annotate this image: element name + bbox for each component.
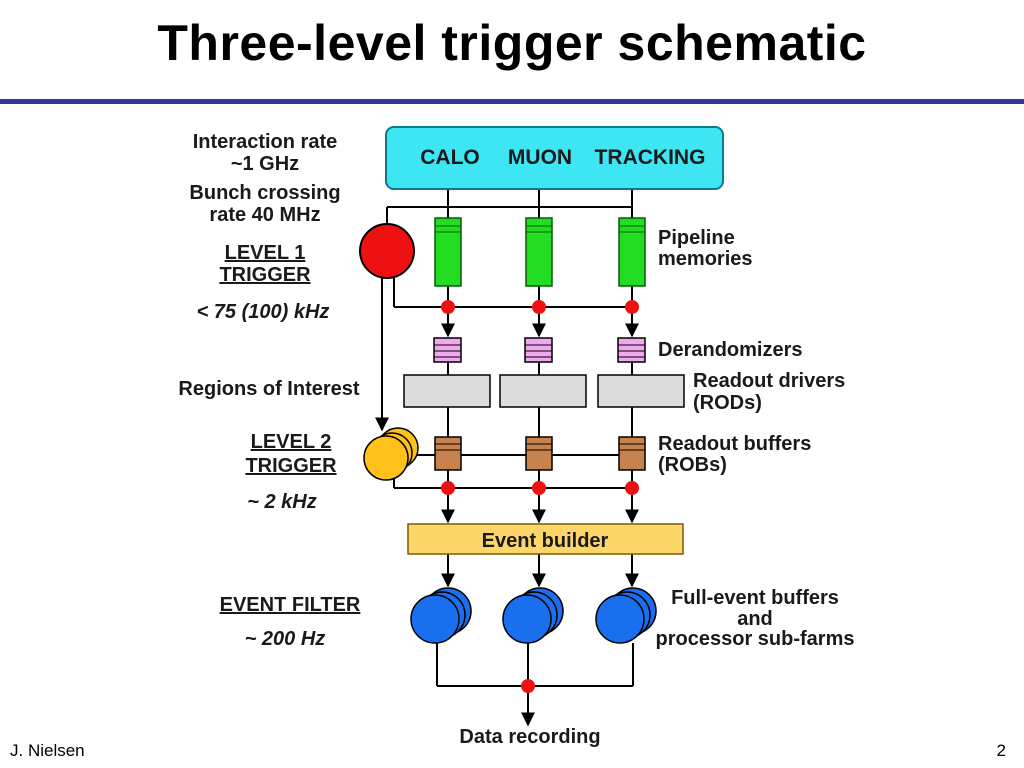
event-builder-label: Event builder	[482, 530, 609, 552]
rod-calo	[403, 374, 491, 408]
junction-dot	[441, 300, 455, 314]
pipeline-memory-calo	[434, 217, 462, 287]
rods-label-2: (RODs)	[693, 392, 762, 414]
rod-tracking	[597, 374, 685, 408]
junction-dot	[441, 481, 455, 495]
farm-tracking	[595, 587, 657, 644]
level1-title-1: LEVEL 1	[225, 242, 306, 264]
level1-title-2: TRIGGER	[219, 264, 311, 286]
level2-rate: ~ 2 kHz	[247, 491, 316, 513]
pipeline-label-2: memories	[658, 248, 753, 270]
bunch-crossing-label: Bunch crossing	[189, 182, 340, 204]
derandomizer-calo	[433, 337, 462, 363]
level2-title-2: TRIGGER	[245, 455, 337, 477]
page-number: 2	[996, 741, 1006, 760]
interaction-rate-label: Interaction rate	[193, 131, 337, 153]
footer-author: J. Nielsen	[10, 741, 85, 760]
level2-trigger-node	[363, 427, 419, 481]
rods-label-1: Readout drivers	[693, 370, 845, 392]
level1-trigger-node	[359, 223, 415, 279]
detector-box: CALO MUON TRACKING	[385, 126, 724, 190]
title-rule	[0, 99, 1024, 104]
farms-label-1: Full-event buffers	[671, 587, 839, 609]
junction-dot	[532, 300, 546, 314]
interaction-rate-value: ~1 GHz	[231, 153, 299, 175]
detector-muon: MUON	[508, 146, 572, 169]
data-recording-label: Data recording	[459, 726, 600, 748]
robs-label-2: (ROBs)	[658, 454, 727, 476]
farm-muon	[502, 587, 564, 644]
rod-muon	[499, 374, 587, 408]
slide-title: Three-level trigger schematic	[157, 15, 867, 71]
junction-dot	[625, 300, 639, 314]
rod-connectors	[447, 362, 633, 437]
level2-title-1: LEVEL 2	[251, 431, 332, 453]
farms-label-2: and	[737, 608, 773, 630]
event-builder: Event builder	[407, 523, 684, 555]
detector-tracking: TRACKING	[595, 146, 706, 169]
left-labels: Interaction rate ~1 GHz Bunch crossing r…	[178, 131, 360, 650]
pipeline-memory-muon	[525, 217, 553, 287]
farms-label-3: processor sub-farms	[656, 628, 855, 650]
right-labels: Pipeline memories Derandomizers Readout …	[459, 227, 854, 748]
detector-calo: CALO	[420, 146, 480, 169]
regions-of-interest-label: Regions of Interest	[178, 378, 359, 400]
readout-drivers	[403, 374, 685, 408]
derandomizers-label: Derandomizers	[658, 339, 803, 361]
derandomizers	[433, 337, 646, 363]
event-filter-title: EVENT FILTER	[220, 594, 361, 616]
bunch-crossing-value: rate 40 MHz	[209, 204, 320, 226]
event-filter-rate: ~ 200 Hz	[245, 628, 326, 650]
pipeline-memories	[434, 217, 646, 287]
rob-muon	[525, 436, 553, 471]
readout-buffers	[434, 436, 646, 471]
derandomizer-muon	[524, 337, 553, 363]
farm-calo	[410, 587, 472, 644]
derandomizer-tracking	[617, 337, 646, 363]
junction-dot	[521, 679, 535, 693]
robs-label-1: Readout buffers	[658, 433, 811, 455]
connection-lines	[375, 206, 634, 727]
level1-rate: < 75 (100) kHz	[197, 301, 330, 323]
junction-dots	[441, 300, 639, 693]
pipeline-label-1: Pipeline	[658, 227, 735, 249]
rob-calo	[434, 436, 462, 471]
processor-farms	[410, 587, 657, 644]
rob-tracking	[618, 436, 646, 471]
junction-dot	[532, 481, 546, 495]
pipeline-memory-tracking	[618, 217, 646, 287]
junction-dot	[625, 481, 639, 495]
